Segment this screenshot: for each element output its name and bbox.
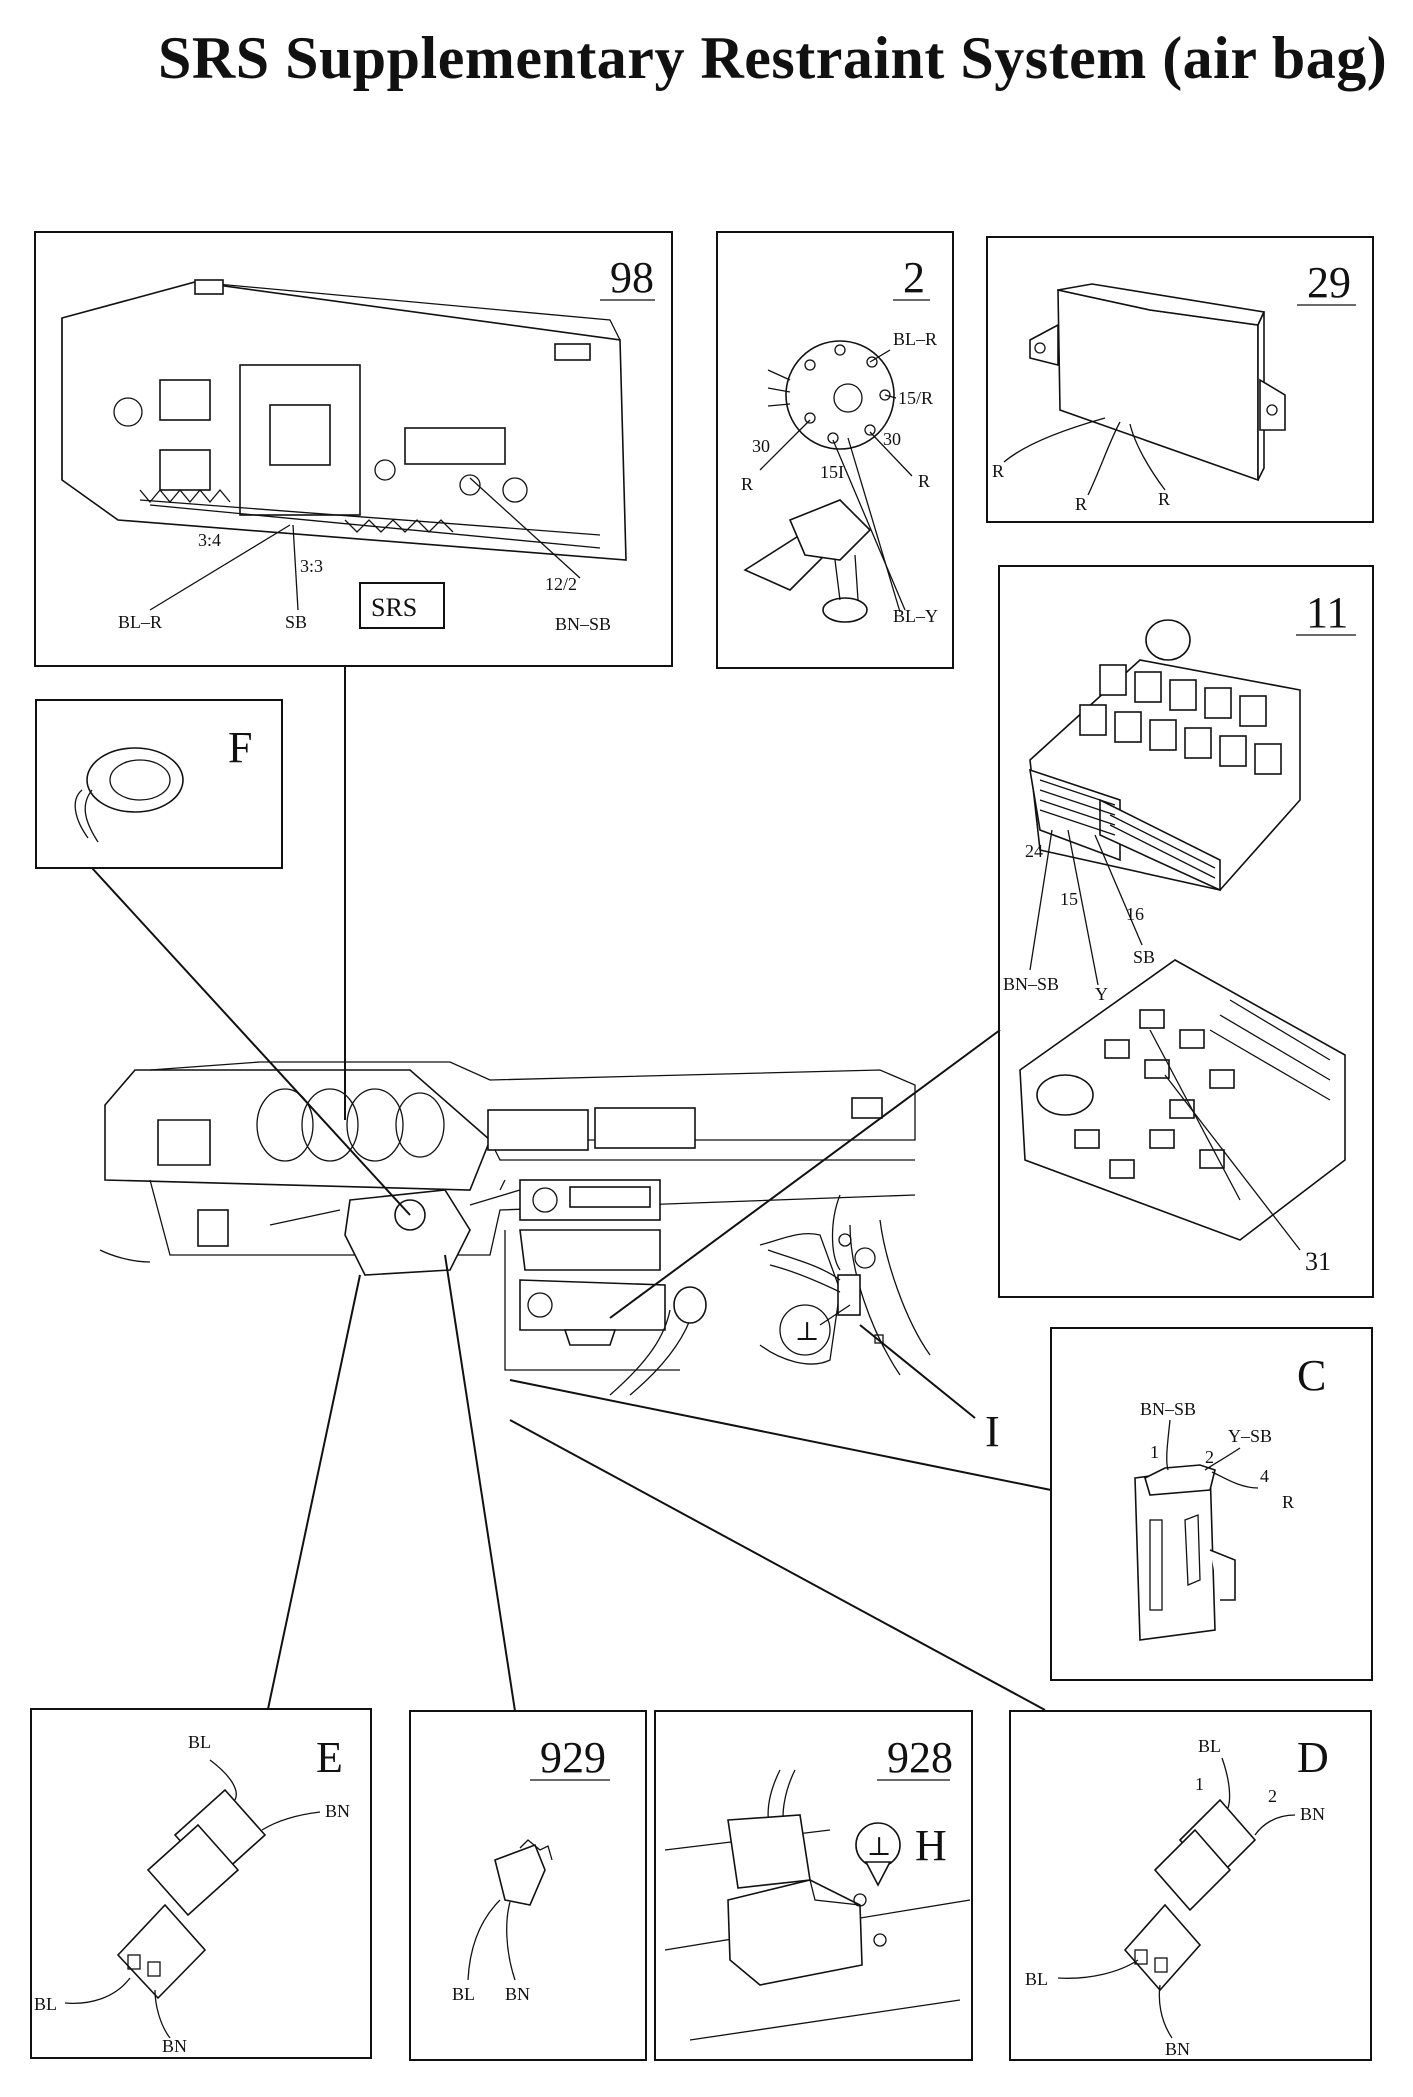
panel-98-id: 98: [610, 253, 654, 302]
label-c-d: 2: [1205, 1447, 1214, 1467]
control-unit-drawing: [1029, 283, 1286, 482]
panel-929-frame: [409, 1710, 647, 2061]
label-98-b: 3:3: [300, 556, 323, 576]
label-c-b: Y–SB: [1228, 1426, 1272, 1446]
panel-f-id: F: [228, 723, 252, 772]
relay-box-drawing: [1019, 619, 1346, 1241]
srs-box: [359, 582, 445, 629]
panel-c: C BN–SB Y–SB 1 2 4 R: [1050, 1327, 1373, 1681]
panel-e: E BL BN BL BN: [30, 1708, 372, 2059]
label-98-g: BN–SB: [555, 614, 611, 634]
panel-11-frame: [998, 565, 1374, 1298]
panel-f: F: [35, 699, 283, 869]
sensor-928-drawing: [664, 1769, 971, 2041]
panel-i-id: I: [985, 1407, 1000, 1456]
label-2-d: 30: [883, 429, 901, 449]
panel-11: 11: [998, 565, 1374, 1298]
label-e-b: BN: [325, 1801, 350, 1821]
label-d-f: BN: [1165, 2039, 1190, 2059]
instrument-cluster-drawing: [61, 279, 627, 561]
label-98-d: SB: [285, 612, 307, 632]
label-e-c: BL: [34, 1994, 57, 2014]
label-98-f: 12/2: [545, 574, 577, 594]
panel-c-frame: [1050, 1327, 1373, 1681]
label-e-a: BL: [188, 1732, 211, 1752]
page-title: SRS Supplementary Restraint System (air …: [158, 25, 1388, 91]
panel-929-id: 929: [540, 1733, 606, 1782]
label-928-b: ⊥: [867, 1832, 891, 1861]
label-929-a: BL: [452, 1984, 475, 2004]
panel-2-frame: [716, 231, 954, 669]
label-e-d: BN: [162, 2036, 187, 2056]
label-11-d: BN–SB: [1003, 974, 1059, 994]
panel-11-id: 11: [1306, 588, 1348, 637]
label-d-c: 2: [1268, 1786, 1277, 1806]
label-2-f: R: [741, 474, 753, 494]
label-2-b: 15/R: [898, 388, 933, 408]
label-11-e: Y: [1095, 984, 1108, 1004]
sensor-929-drawing: [494, 1839, 553, 1906]
label-11-a: 24: [1025, 841, 1043, 861]
label-928-a: H: [915, 1821, 947, 1870]
label-c-f: R: [1282, 1492, 1294, 1512]
panel-29: 29 R R R: [986, 236, 1374, 523]
panel-c-id: C: [1297, 1351, 1326, 1400]
panel-d-frame: [1009, 1710, 1372, 2061]
panel-928-frame: [654, 1710, 973, 2061]
label-98-c: BL–R: [118, 612, 162, 632]
clock-spring-drawing: [74, 747, 184, 843]
label-11-b: 15: [1060, 889, 1078, 909]
label-2-e: 15I: [820, 462, 844, 482]
panel-98-frame: [34, 231, 673, 667]
label-2-g: R: [918, 471, 930, 491]
label-2-a: BL–R: [893, 329, 937, 349]
connector-e-drawing: [116, 1788, 267, 2000]
connector-c-drawing: [1134, 1464, 1236, 1641]
ignition-switch-drawing: [743, 340, 895, 623]
label-c-c: 1: [1150, 1442, 1159, 1462]
label-11-g: 31: [1305, 1247, 1331, 1276]
panel-2-id: 2: [903, 253, 925, 302]
label-29-a: R: [992, 461, 1004, 481]
panel-d: D BL 1 2 BN BL BN: [1009, 1710, 1372, 2061]
panel-29-id: 29: [1307, 258, 1351, 307]
panel-e-frame: [30, 1708, 372, 2059]
label-29-b: R: [1075, 494, 1087, 514]
panel-98: 98 3:4 3:3 BL–R SB: [34, 231, 673, 667]
label-2-c: 30: [752, 436, 770, 456]
label-11-f: SB: [1133, 947, 1155, 967]
label-98-a: 3:4: [198, 530, 221, 550]
panel-d-id: D: [1297, 1733, 1329, 1782]
ground-symbol-i: ⊥: [795, 1317, 819, 1346]
label-98-e: SRS: [371, 593, 417, 622]
panel-29-frame: [986, 236, 1374, 523]
label-2-h: BL–Y: [893, 606, 938, 626]
connector-d-drawing: [1123, 1798, 1257, 1992]
dashboard-overview: [99, 1061, 916, 1396]
panel-2: 2 BL–R 15/R 30 30 15I R R BL–Y: [716, 231, 954, 669]
panel-e-id: E: [316, 1733, 343, 1782]
leader-lines: [91, 666, 1052, 1712]
panel-929: 929 BL BN: [409, 1710, 647, 2061]
label-d-e: BL: [1025, 1969, 1048, 1989]
label-d-b: 1: [1195, 1774, 1204, 1794]
label-29-c: R: [1158, 489, 1170, 509]
panel-i: ⊥ I: [759, 1219, 1000, 1456]
label-c-a: BN–SB: [1140, 1399, 1196, 1419]
panel-f-frame: [35, 699, 283, 869]
label-929-b: BN: [505, 1984, 530, 2004]
panel-928-id: 928: [887, 1733, 953, 1782]
label-d-a: BL: [1198, 1736, 1221, 1756]
ground-point-drawing: ⊥: [759, 1219, 931, 1376]
label-c-e: 4: [1260, 1466, 1269, 1486]
panel-928: 928 H ⊥: [654, 1710, 973, 2061]
label-d-d: BN: [1300, 1804, 1325, 1824]
